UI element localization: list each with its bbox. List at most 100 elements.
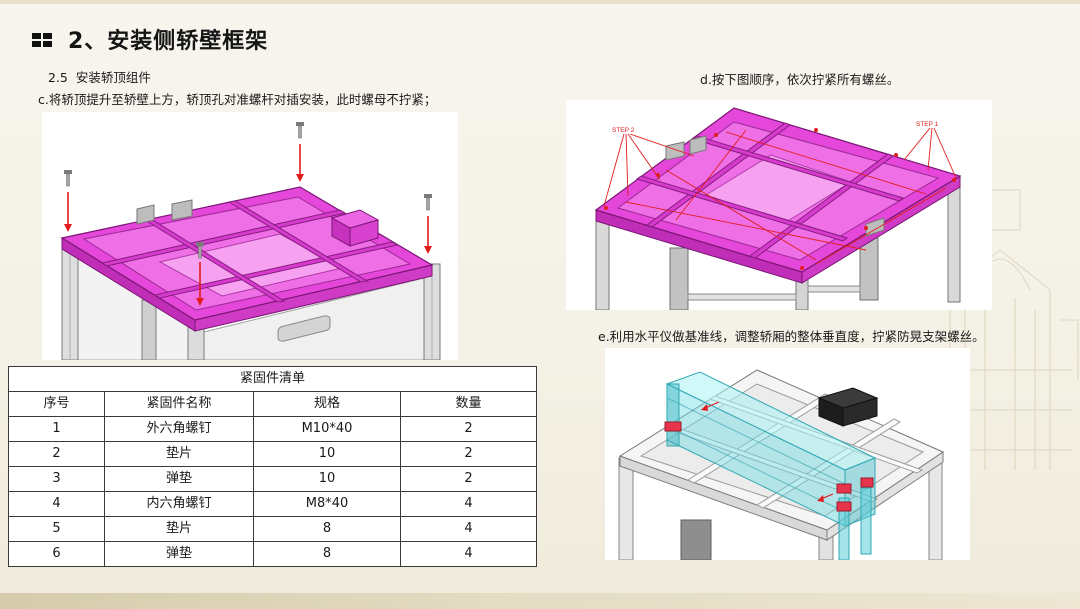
side-wall-panels — [75, 247, 425, 360]
figure-tightening-sequence: STEP 2 STEP 1 — [566, 100, 992, 310]
bottom-band — [0, 593, 1080, 609]
down-arrow-icon — [64, 224, 72, 232]
down-arrow-icon — [424, 246, 432, 254]
top-strip — [0, 0, 1080, 4]
frame-beam — [645, 122, 792, 228]
table-cell: 2 — [399, 416, 538, 442]
table-cell: 6 — [8, 541, 105, 567]
bolt-icon — [298, 125, 302, 139]
bolt-points — [604, 128, 956, 270]
fastener-table: 紧固件清单 序号 紧固件名称 规格 数量 1 外六角螺钉 M10*40 2 2 … — [7, 366, 538, 567]
sequence-line — [627, 133, 661, 181]
step-d-instruction: d.按下图顺序，依次拧紧所有螺丝。 — [700, 72, 900, 87]
table-cell: 1 — [8, 416, 105, 442]
header-spec: 规格 — [253, 391, 401, 417]
table-cell: 4 — [399, 491, 538, 517]
grid-icon — [32, 33, 53, 48]
slide-title: 2、安装侧轿壁框架 — [68, 29, 269, 54]
table-cell: 2 — [8, 441, 105, 467]
table-cell: 内六角螺钉 — [104, 491, 254, 517]
table-cell: M8*40 — [253, 491, 401, 517]
sequence-line — [625, 133, 629, 197]
section-subtitle: 2.5 安装轿顶组件 — [48, 70, 151, 85]
left-post — [618, 457, 634, 560]
table-cell: 5 — [8, 516, 105, 542]
table-cell: 弹垫 — [104, 466, 254, 492]
level-leg — [860, 487, 872, 555]
figure-level-alignment — [605, 348, 970, 560]
table-cell: 8 — [253, 516, 401, 542]
header-fastener-name: 紧固件名称 — [104, 391, 254, 417]
sequence-line — [815, 187, 947, 265]
level-left-post — [666, 383, 680, 447]
wall-panel — [680, 519, 712, 560]
bolt-point — [894, 153, 898, 157]
table-cell: 2 — [399, 441, 538, 467]
table-cell: 10 — [253, 441, 401, 467]
top-box-right — [349, 219, 379, 247]
table-cell: 外六角螺钉 — [104, 416, 254, 442]
level-leg — [838, 497, 850, 560]
bracket — [136, 204, 155, 225]
down-arrow-icon — [196, 298, 204, 306]
laser-level-box — [817, 387, 879, 427]
bolt-icon — [296, 122, 304, 126]
bolt-icon — [424, 194, 432, 198]
car-top-frame — [594, 107, 962, 284]
clamp — [860, 477, 874, 488]
frame-posts — [595, 179, 961, 310]
table-cell: 4 — [399, 516, 538, 542]
clamp — [836, 483, 852, 494]
grid-icon-cell — [43, 33, 52, 39]
bracket — [665, 141, 685, 161]
sequence-line — [903, 127, 931, 161]
sequence-line — [665, 169, 817, 261]
table-row: 3 弹垫 10 2 — [8, 466, 538, 492]
bracket — [865, 217, 885, 237]
tightening-sequence-markers — [603, 127, 957, 265]
bolt-point — [604, 206, 608, 210]
left-arrow-icon — [701, 404, 708, 411]
car-top-install-drawing — [60, 122, 441, 360]
table-row: 6 弹垫 8 4 — [8, 541, 538, 567]
table-cell: 4 — [8, 491, 105, 517]
frame-beam — [635, 175, 849, 242]
down-arrow-icon — [296, 174, 304, 182]
bolt-point — [814, 128, 818, 132]
inner-post — [669, 247, 689, 310]
table-cell: 4 — [399, 541, 538, 567]
level-alignment-drawing — [618, 369, 945, 560]
table-cell: 垫片 — [104, 441, 254, 467]
frame-beam — [153, 241, 399, 299]
bracket — [171, 199, 193, 221]
tightening-sequence-drawing: STEP 2 STEP 1 — [594, 107, 962, 310]
table-title: 紧固件清单 — [7, 366, 538, 392]
table-row: 5 垫片 8 4 — [8, 516, 538, 542]
bolt-icon — [198, 245, 202, 259]
bolt-point — [952, 178, 956, 182]
bolt-icon — [196, 242, 204, 246]
bolt-point — [800, 266, 804, 270]
sequence-line — [629, 133, 695, 157]
bolt-point — [864, 226, 868, 230]
table-cell: 10 — [253, 466, 401, 492]
sequence-line — [927, 127, 933, 171]
table-cell: 弹垫 — [104, 541, 254, 567]
frame-beam — [691, 135, 905, 202]
table-row: 2 垫片 10 2 — [8, 441, 538, 467]
sketch-columns — [964, 298, 1036, 470]
table-cell: M10*40 — [253, 416, 401, 442]
bolt-point — [656, 173, 660, 177]
clamp-markers — [664, 401, 874, 512]
table-row: 1 外六角螺钉 M10*40 2 — [8, 416, 538, 442]
header-quantity: 数量 — [399, 391, 538, 417]
bolt-point — [714, 133, 718, 137]
bracket — [689, 135, 707, 155]
header-no: 序号 — [8, 391, 105, 417]
grid-icon-cell — [32, 41, 41, 47]
grid-icon-cell — [32, 33, 41, 39]
table-cell: 2 — [399, 466, 538, 492]
frame-posts — [618, 451, 943, 560]
step-c-instruction: c.将轿顶提升至轿壁上方，轿顶孔对准螺杆对插安装，此时螺母不拧紧； — [38, 92, 437, 107]
lower-rail — [687, 293, 797, 301]
